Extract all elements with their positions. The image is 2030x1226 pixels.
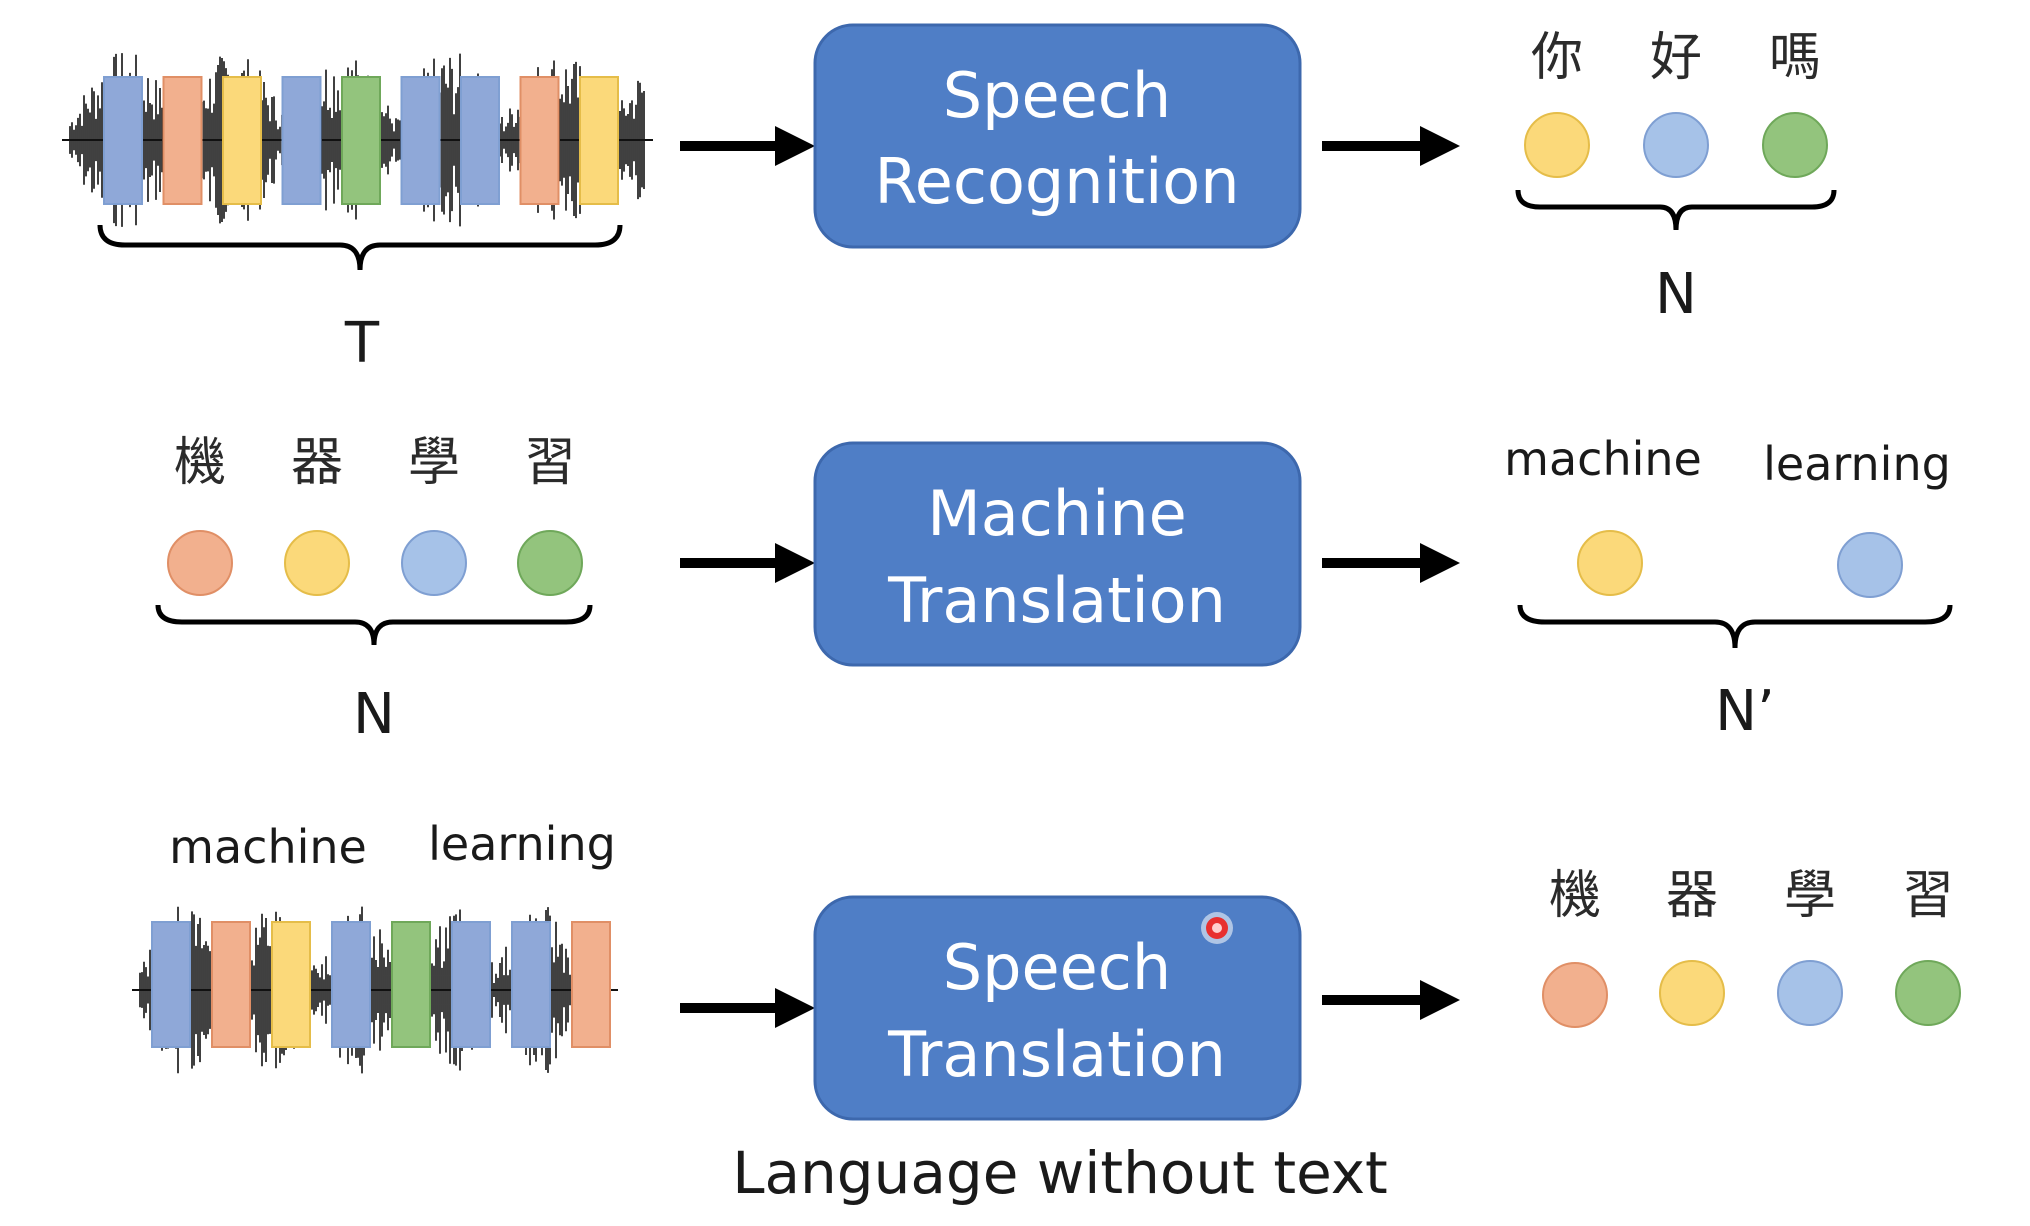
machine-translation-box [813, 441, 1302, 667]
asr-audio-input [62, 53, 653, 227]
machine-translation-box-line2: Translation [887, 564, 1226, 637]
speech-translation-box-line1: Speech [943, 931, 1171, 1004]
mt-input-circle [167, 530, 233, 596]
mt-input-brace [155, 604, 593, 646]
mt-input-circle [517, 530, 583, 596]
audio-segment [331, 921, 371, 1048]
audio-segment [571, 921, 611, 1048]
mt-input-token: 機 [174, 433, 226, 493]
asr-token-circle [1524, 112, 1590, 178]
audio-segment [519, 76, 560, 205]
mt-output-word: machine [1504, 432, 1702, 486]
mt-input-length-label: N [353, 682, 395, 747]
st-output-token: 習 [1902, 866, 1954, 926]
row-speech-translation: machine learning Speech Translation 機 器 … [132, 817, 1961, 1121]
st-input-word: machine [169, 820, 367, 874]
asr-output-brace [1515, 189, 1837, 231]
audio-segment [281, 76, 322, 205]
audio-segment [151, 921, 191, 1048]
st-audio-input [132, 906, 618, 1074]
st-output-circle [1895, 960, 1961, 1026]
audio-segment [222, 76, 262, 205]
audio-segment [400, 76, 441, 205]
audio-segment [103, 76, 143, 205]
st-output-token: 器 [1666, 866, 1718, 926]
mt-input-tokens: 機 器 學 習 [167, 433, 583, 596]
audio-segment [391, 921, 431, 1048]
mt-input-token: 器 [291, 433, 343, 493]
asr-output-token: 你 [1531, 28, 1583, 88]
caption: Language without text [732, 1139, 1388, 1207]
row-machine-translation: 機 器 學 習 N Machine Translation machine le… [155, 432, 1953, 747]
mt-input-token: 學 [408, 433, 460, 493]
st-output-circle [1777, 960, 1843, 1026]
asr-token-circle [1643, 112, 1709, 178]
asr-input-length-label: T [344, 311, 380, 376]
machine-translation-box-line1: Machine [927, 477, 1187, 550]
speech-recognition-box-line1: Speech [943, 59, 1171, 132]
mt-input-circle [401, 530, 467, 596]
asr-output-length-label: N [1655, 262, 1697, 327]
st-output-tokens: 機 器 學 習 [1542, 866, 1961, 1028]
mt-output-circle [1577, 530, 1643, 596]
row-speech-recognition: T Speech Recognition 你 好 嗎 N [62, 23, 1837, 376]
speech-recognition-box [813, 23, 1302, 249]
asr-output-token: 嗎 [1769, 28, 1821, 88]
st-audio-segments [151, 921, 611, 1048]
speech-recognition-box-line2: Recognition [874, 145, 1239, 218]
asr-output-token: 好 [1650, 28, 1702, 88]
mt-output-tokens: machine learning [1504, 432, 1951, 598]
mt-input-token: 習 [524, 433, 576, 493]
asr-output-tokens: 你 好 嗎 [1524, 28, 1828, 178]
audio-segment [341, 76, 381, 205]
audio-segment [211, 921, 251, 1048]
asr-input-brace [97, 224, 623, 271]
st-output-token: 機 [1549, 866, 1601, 926]
laser-pointer-dot [1201, 912, 1233, 944]
audio-segment [271, 921, 311, 1048]
mt-input-circle [284, 530, 350, 596]
audio-segment [162, 76, 203, 205]
audio-segment [451, 921, 491, 1048]
speech-translation-box [813, 895, 1302, 1121]
mt-output-length-label: N’ [1715, 679, 1775, 744]
st-output-circle [1542, 962, 1608, 1028]
asr-audio-segments [103, 76, 619, 205]
mt-output-word: learning [1763, 437, 1951, 491]
st-output-token: 學 [1784, 866, 1836, 926]
asr-token-circle [1762, 112, 1828, 178]
mt-output-brace [1517, 604, 1953, 649]
audio-segment [460, 76, 500, 205]
audio-segment [511, 921, 551, 1048]
st-input-word: learning [428, 817, 616, 871]
audio-segment [579, 76, 619, 205]
st-output-circle [1659, 960, 1725, 1026]
speech-translation-box-line2: Translation [887, 1018, 1226, 1091]
mt-output-circle [1837, 532, 1903, 598]
